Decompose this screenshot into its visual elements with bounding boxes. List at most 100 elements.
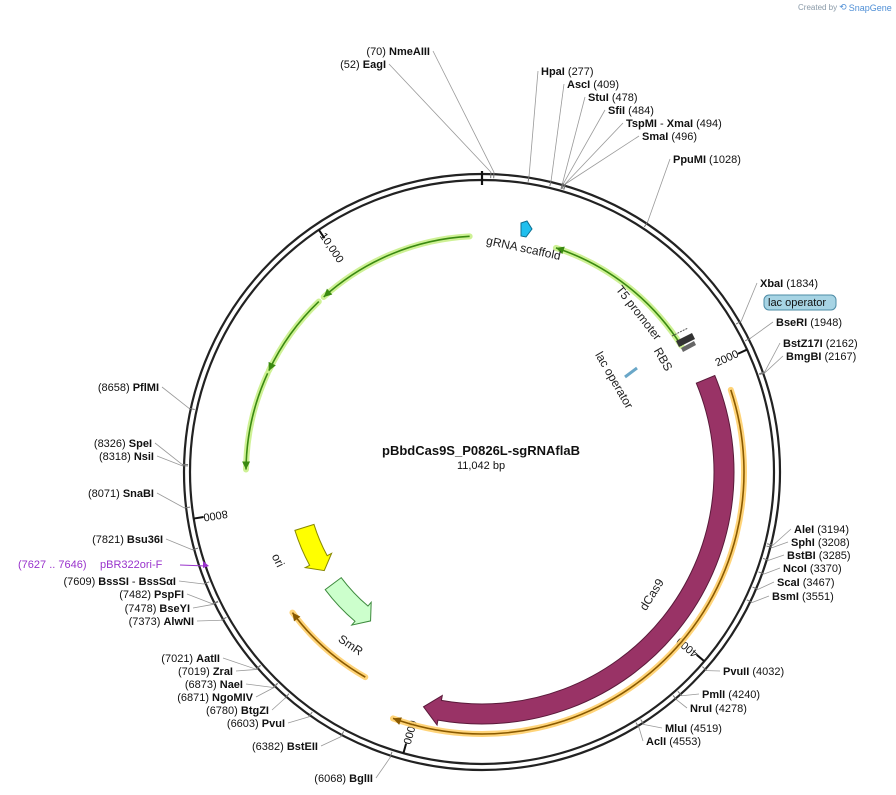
dcas9-arrow [422,374,735,727]
site-name: NsiI [134,451,154,463]
site-name: BglII [349,773,373,785]
site-bmgbi: BmgBI (2167) [786,351,856,363]
site-sfii: SfiI (484) [608,105,654,117]
site-name: AleI [794,524,814,536]
leader-pmli [681,693,700,697]
snapgene-credit: Created by ⟲ SnapGene [798,2,892,13]
leader-xbai [740,282,758,322]
site-name-2: BssSαI [139,576,176,588]
svg-text:AleI (3194): AleI (3194) [794,524,849,536]
site-pos: (6603) [227,718,262,730]
site-sep: - [129,576,139,588]
site-labels: (70) NmeAIII(52) EagI HpaI (277)AscI (409… [63,46,857,785]
leader-naei [245,683,274,688]
credit-brand: SnapGene [848,2,892,13]
svg-text:NruI (4278): NruI (4278) [690,703,747,715]
site-pos: (6873) [185,679,220,691]
site-spei: (8326) SpeI [94,438,152,450]
site-name: StuI [588,92,609,104]
site-pos: (7821) [92,534,127,546]
site-name: SpeI [129,438,152,450]
site-pos: (3370) [807,563,842,575]
ori-label: ori [269,551,287,569]
leader-zrai [235,669,257,672]
green-arc-lower-left [242,370,271,473]
svg-text:(6068) BglII: (6068) BglII [314,773,373,785]
svg-text:HpaI (277): HpaI (277) [541,66,594,78]
svg-text:SphI (3208): SphI (3208) [791,537,850,549]
site-name: SfiI [608,105,625,117]
leader-pvui [287,716,309,724]
leader-alwni [196,619,222,622]
site-pos: (7021) [161,653,196,665]
svg-text:(70) NmeAIII: (70) NmeAIII [366,46,430,58]
site-ngomiv: (6871) NgoMIV [177,692,253,704]
svg-text:(6603) PvuI: (6603) PvuI [227,718,285,730]
site-scai: ScaI (3467) [777,577,835,589]
svg-text:(7373) AlwNI: (7373) AlwNI [129,616,194,628]
backbone-outer [182,172,782,772]
snapgene-logo-icon: ⟲ [839,2,847,12]
primer-pbr322ori-f: (7627 .. 7646) pBR322ori-F [18,559,209,571]
site-snabi: (8071) SnaBI [88,488,154,500]
leader-nsii [156,455,183,467]
site-pos: (7019) [178,666,213,678]
svg-text:AscI (409): AscI (409) [567,79,619,91]
svg-text:(7482) PspFI: (7482) PspFI [119,589,184,601]
plasmid-length: 11,042 bp [457,460,505,472]
site-pos: (1948) [807,317,842,329]
svg-text:(6871) NgoMIV: (6871) NgoMIV [177,692,253,704]
site-pos: (3208) [815,537,850,549]
site-name: HpaI [541,66,565,78]
site-name: ZraI [213,666,233,678]
svg-text:(52) EagI: (52) EagI [340,59,386,71]
leader-bsteii [320,736,342,747]
site-aatii: (7021) AatII [161,653,220,665]
site-bseyi: (7478) BseYI [125,603,190,615]
leader-ngomiv [255,687,274,698]
site-alei: AleI (3194) [794,524,849,536]
site-pos: (409) [590,79,619,91]
site-pos: (1028) [706,154,741,166]
site-bsssi: (7609) BssSI - BssSαI [63,576,176,588]
site-sphi: SphI (3208) [791,537,850,549]
svg-text:MluI (4519): MluI (4519) [665,723,722,735]
site-name: Bsu36I [127,534,163,546]
site-name: BtgZI [241,705,269,717]
orange-arc-right [390,386,747,737]
site-asci: AscI (409) [567,79,619,91]
svg-text:BstBI (3285): BstBI (3285) [787,550,851,562]
site-ncoi: NcoI (3370) [783,563,842,575]
leader-aatii [222,657,257,670]
site-pos: (2167) [821,351,856,363]
site-name: PvuII [723,666,749,678]
primer-name: pBR322ori-F [100,559,163,571]
site-pos: (7609) [63,576,98,588]
site-name: BmgBI [786,351,821,363]
svg-text:(8071) SnaBI: (8071) SnaBI [88,488,154,500]
leader-btgzi [271,697,286,711]
tick-mark-4000 [696,654,705,663]
site-eagi: (52) EagI [340,59,386,71]
site-acli: AclI (4553) [646,736,701,748]
svg-text:(6873) NaeI: (6873) NaeI [185,679,243,691]
tick-mark-10,000 [318,229,326,239]
leader-bsssi [178,580,204,585]
site-name: XbaI [760,278,783,290]
leader-eagi [388,63,492,173]
site-pos: (3551) [799,591,834,603]
lac-operator-mark [624,366,638,379]
grna-scaffold-label: gRNA scaffold [485,233,562,262]
tick-mark-8000 [193,515,204,520]
site-bstz17i: BstZ17I (2162) [783,338,858,350]
leader-mlui [643,724,663,729]
leader-bstbi [768,554,785,561]
site-sep: - [657,118,667,130]
site-pos: (70) [366,46,389,58]
green-arc-top [552,244,685,349]
site-name: TspMI [626,118,657,130]
site-pos: (3194) [814,524,849,536]
green-arc-left [265,298,322,374]
svg-text:(8658) PflMI: (8658) PflMI [98,382,159,394]
